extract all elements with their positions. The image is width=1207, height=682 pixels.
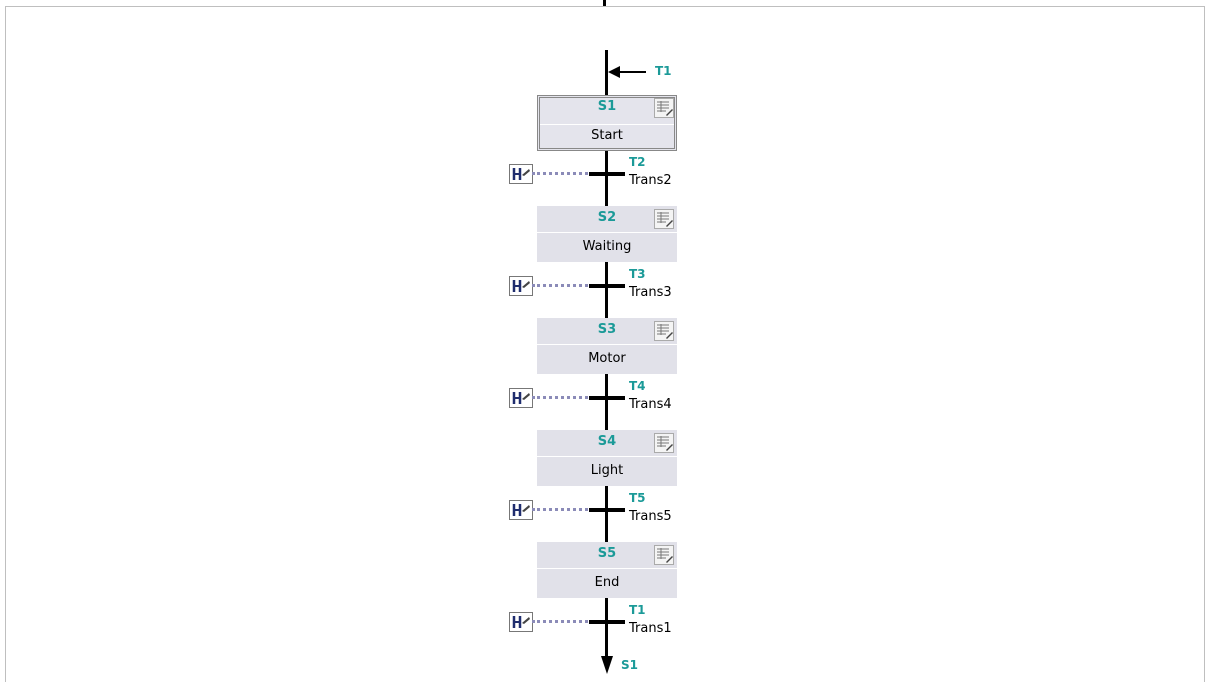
transition-bar[interactable] bbox=[589, 508, 625, 512]
transition-number: T5 bbox=[629, 491, 646, 505]
transition-bar[interactable] bbox=[589, 172, 625, 176]
transition-number: T4 bbox=[629, 379, 646, 393]
sequence-line bbox=[605, 486, 608, 542]
transition-number: T1 bbox=[629, 603, 646, 617]
transition-number: T3 bbox=[629, 267, 646, 281]
top-ruler-mark bbox=[603, 0, 606, 6]
sequence-line bbox=[605, 262, 608, 318]
step-name: Motor bbox=[588, 351, 626, 366]
step-number: S1 bbox=[597, 99, 617, 114]
step-s5[interactable]: S5 End bbox=[537, 542, 677, 598]
step-name: Start bbox=[591, 128, 623, 143]
transition-bar[interactable] bbox=[589, 620, 625, 624]
step-header bbox=[537, 430, 677, 457]
jump-out-arrow-icon[interactable] bbox=[600, 656, 614, 676]
step-s1[interactable]: S1 Start bbox=[537, 95, 677, 151]
transition-name[interactable]: Trans1 bbox=[629, 621, 672, 636]
step-action-table-icon[interactable] bbox=[654, 209, 674, 229]
transition-number: T2 bbox=[629, 155, 646, 169]
step-number: S3 bbox=[597, 322, 617, 337]
graph-editor-frame bbox=[5, 6, 1205, 682]
sequence-line bbox=[605, 598, 608, 658]
step-action-table-icon[interactable] bbox=[654, 98, 674, 118]
step-s2[interactable]: S2 Waiting bbox=[537, 206, 677, 262]
condition-link bbox=[532, 396, 588, 399]
sequence-line bbox=[605, 151, 608, 206]
step-number: S2 bbox=[597, 210, 617, 225]
condition-link bbox=[532, 508, 588, 511]
entry-jump-label[interactable]: T1 bbox=[655, 64, 672, 78]
sequence-line bbox=[605, 50, 608, 95]
transition-name[interactable]: Trans4 bbox=[629, 397, 672, 412]
transition-name[interactable]: Trans3 bbox=[629, 285, 672, 300]
step-s4[interactable]: S4 Light bbox=[537, 430, 677, 486]
step-action-table-icon[interactable] bbox=[654, 433, 674, 453]
step-header bbox=[537, 206, 677, 233]
transition-name[interactable]: Trans5 bbox=[629, 509, 672, 524]
condition-link bbox=[532, 620, 588, 623]
transition-condition-icon[interactable] bbox=[509, 612, 533, 632]
transition-name[interactable]: Trans2 bbox=[629, 173, 672, 188]
transition-condition-icon[interactable] bbox=[509, 500, 533, 520]
step-header bbox=[537, 318, 677, 345]
transition-bar[interactable] bbox=[589, 396, 625, 400]
step-header bbox=[537, 542, 677, 569]
condition-link bbox=[532, 172, 588, 175]
step-number: S4 bbox=[597, 434, 617, 449]
transition-condition-icon[interactable] bbox=[509, 276, 533, 296]
step-number: S5 bbox=[597, 546, 617, 561]
jump-in-arrow-icon[interactable] bbox=[606, 64, 648, 80]
step-action-table-icon[interactable] bbox=[654, 545, 674, 565]
step-name: End bbox=[594, 575, 620, 590]
condition-link bbox=[532, 284, 588, 287]
transition-bar[interactable] bbox=[589, 284, 625, 288]
transition-condition-icon[interactable] bbox=[509, 164, 533, 184]
step-action-table-icon[interactable] bbox=[654, 321, 674, 341]
step-name: Light bbox=[590, 463, 624, 478]
sequence-line bbox=[605, 374, 608, 430]
exit-jump-label[interactable]: S1 bbox=[621, 658, 638, 672]
transition-condition-icon[interactable] bbox=[509, 388, 533, 408]
step-name: Waiting bbox=[582, 239, 632, 254]
step-s3[interactable]: S3 Motor bbox=[537, 318, 677, 374]
step-header bbox=[540, 98, 674, 125]
